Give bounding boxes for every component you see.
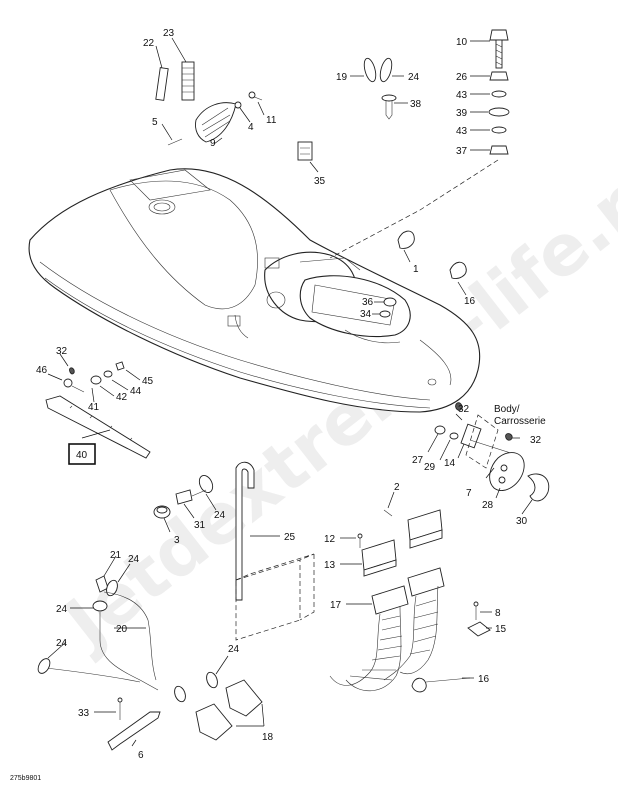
- callout-39: 39: [456, 108, 468, 119]
- callout-23: 23: [163, 28, 175, 39]
- fuel-line-assembly-20-21: [37, 555, 159, 691]
- callout-32: 32: [56, 346, 68, 357]
- callout-24: 24: [56, 604, 68, 615]
- callout-8: 8: [495, 608, 501, 619]
- callout-24: 24: [56, 638, 68, 649]
- callout-10: 10: [456, 37, 468, 48]
- callout-11: 11: [266, 115, 277, 126]
- callout-35: 35: [314, 176, 326, 187]
- callout-33: 33: [78, 708, 90, 719]
- hardware-stack-10-37: [470, 29, 510, 155]
- callout-4: 4: [248, 122, 254, 133]
- clip-35: [297, 141, 319, 173]
- fasteners-36-34: [372, 297, 397, 318]
- tie-rings-1-16: [397, 230, 467, 296]
- callout-20: 20: [116, 624, 128, 635]
- hoses-17: [329, 567, 445, 692]
- screw-8-grommet-15: [467, 601, 492, 637]
- reference-code: 275b9801: [10, 775, 41, 782]
- body-label-line2: Carrosserie: [494, 416, 546, 427]
- callout-43: 43: [456, 126, 468, 137]
- callout-6: 6: [138, 750, 144, 761]
- callout-24: 24: [408, 72, 420, 83]
- callout-36: 36: [362, 297, 374, 308]
- callout-40-box: [68, 443, 96, 465]
- callout-29: 29: [424, 462, 436, 473]
- vents-2-12-13: [340, 491, 443, 577]
- vent-tube-battery-25: [235, 461, 315, 641]
- callout-44: 44: [130, 386, 142, 397]
- callout-46: 46: [36, 365, 48, 376]
- callout-43: 43: [456, 90, 468, 101]
- callout-2: 2: [394, 482, 400, 493]
- callout-9: 9: [210, 138, 216, 149]
- callout-25: 25: [284, 532, 296, 543]
- callout-13: 13: [324, 560, 336, 571]
- callout-38: 38: [410, 99, 422, 110]
- body-right-group: [427, 402, 550, 515]
- callout-15: 15: [495, 624, 507, 635]
- callout-labels: 10 26 43 39 43 37 22 23 19 24 38 5 9 4 1…: [10, 28, 546, 782]
- callout-18: 18: [262, 732, 274, 743]
- callout-30: 30: [516, 516, 528, 527]
- lower-parts-6-18-33: [94, 655, 265, 751]
- vent-9: [161, 91, 265, 146]
- trim-strip-40: [45, 353, 151, 459]
- callout-34: 34: [360, 309, 372, 320]
- body-label-line1: Body/: [494, 404, 520, 415]
- tie-strap-16: [411, 677, 474, 693]
- parts-22-23: [155, 37, 195, 101]
- hull-drawing: [28, 168, 481, 413]
- callout-22: 22: [143, 38, 155, 49]
- callout-45: 45: [142, 376, 154, 387]
- callout-12: 12: [324, 534, 336, 545]
- callout-37: 37: [456, 146, 468, 157]
- callout-40: 40: [76, 450, 88, 461]
- callout-14: 14: [444, 458, 456, 469]
- callout-19: 19: [336, 72, 348, 83]
- callout-27: 27: [412, 455, 424, 466]
- callout-24: 24: [214, 510, 226, 521]
- screw-38: [381, 94, 408, 120]
- callout-17: 17: [330, 600, 342, 611]
- callout-16: 16: [464, 296, 476, 307]
- callout-1: 1: [413, 264, 419, 275]
- callout-26: 26: [456, 72, 468, 83]
- callout-3: 3: [174, 535, 180, 546]
- callout-21: 21: [110, 550, 122, 561]
- callout-7: 7: [466, 488, 472, 499]
- callout-41: 41: [88, 402, 100, 413]
- callout-32: 32: [458, 404, 470, 415]
- tie-rings-19-24: [350, 57, 404, 83]
- callout-24: 24: [228, 644, 240, 655]
- fuel-fittings-3-31-24: [153, 475, 217, 533]
- callout-28: 28: [482, 500, 494, 511]
- callout-32: 32: [530, 435, 542, 446]
- callout-16: 16: [478, 674, 490, 685]
- callout-42: 42: [116, 392, 128, 403]
- callout-5: 5: [152, 117, 158, 128]
- callout-31: 31: [194, 520, 206, 531]
- callout-24: 24: [128, 554, 140, 565]
